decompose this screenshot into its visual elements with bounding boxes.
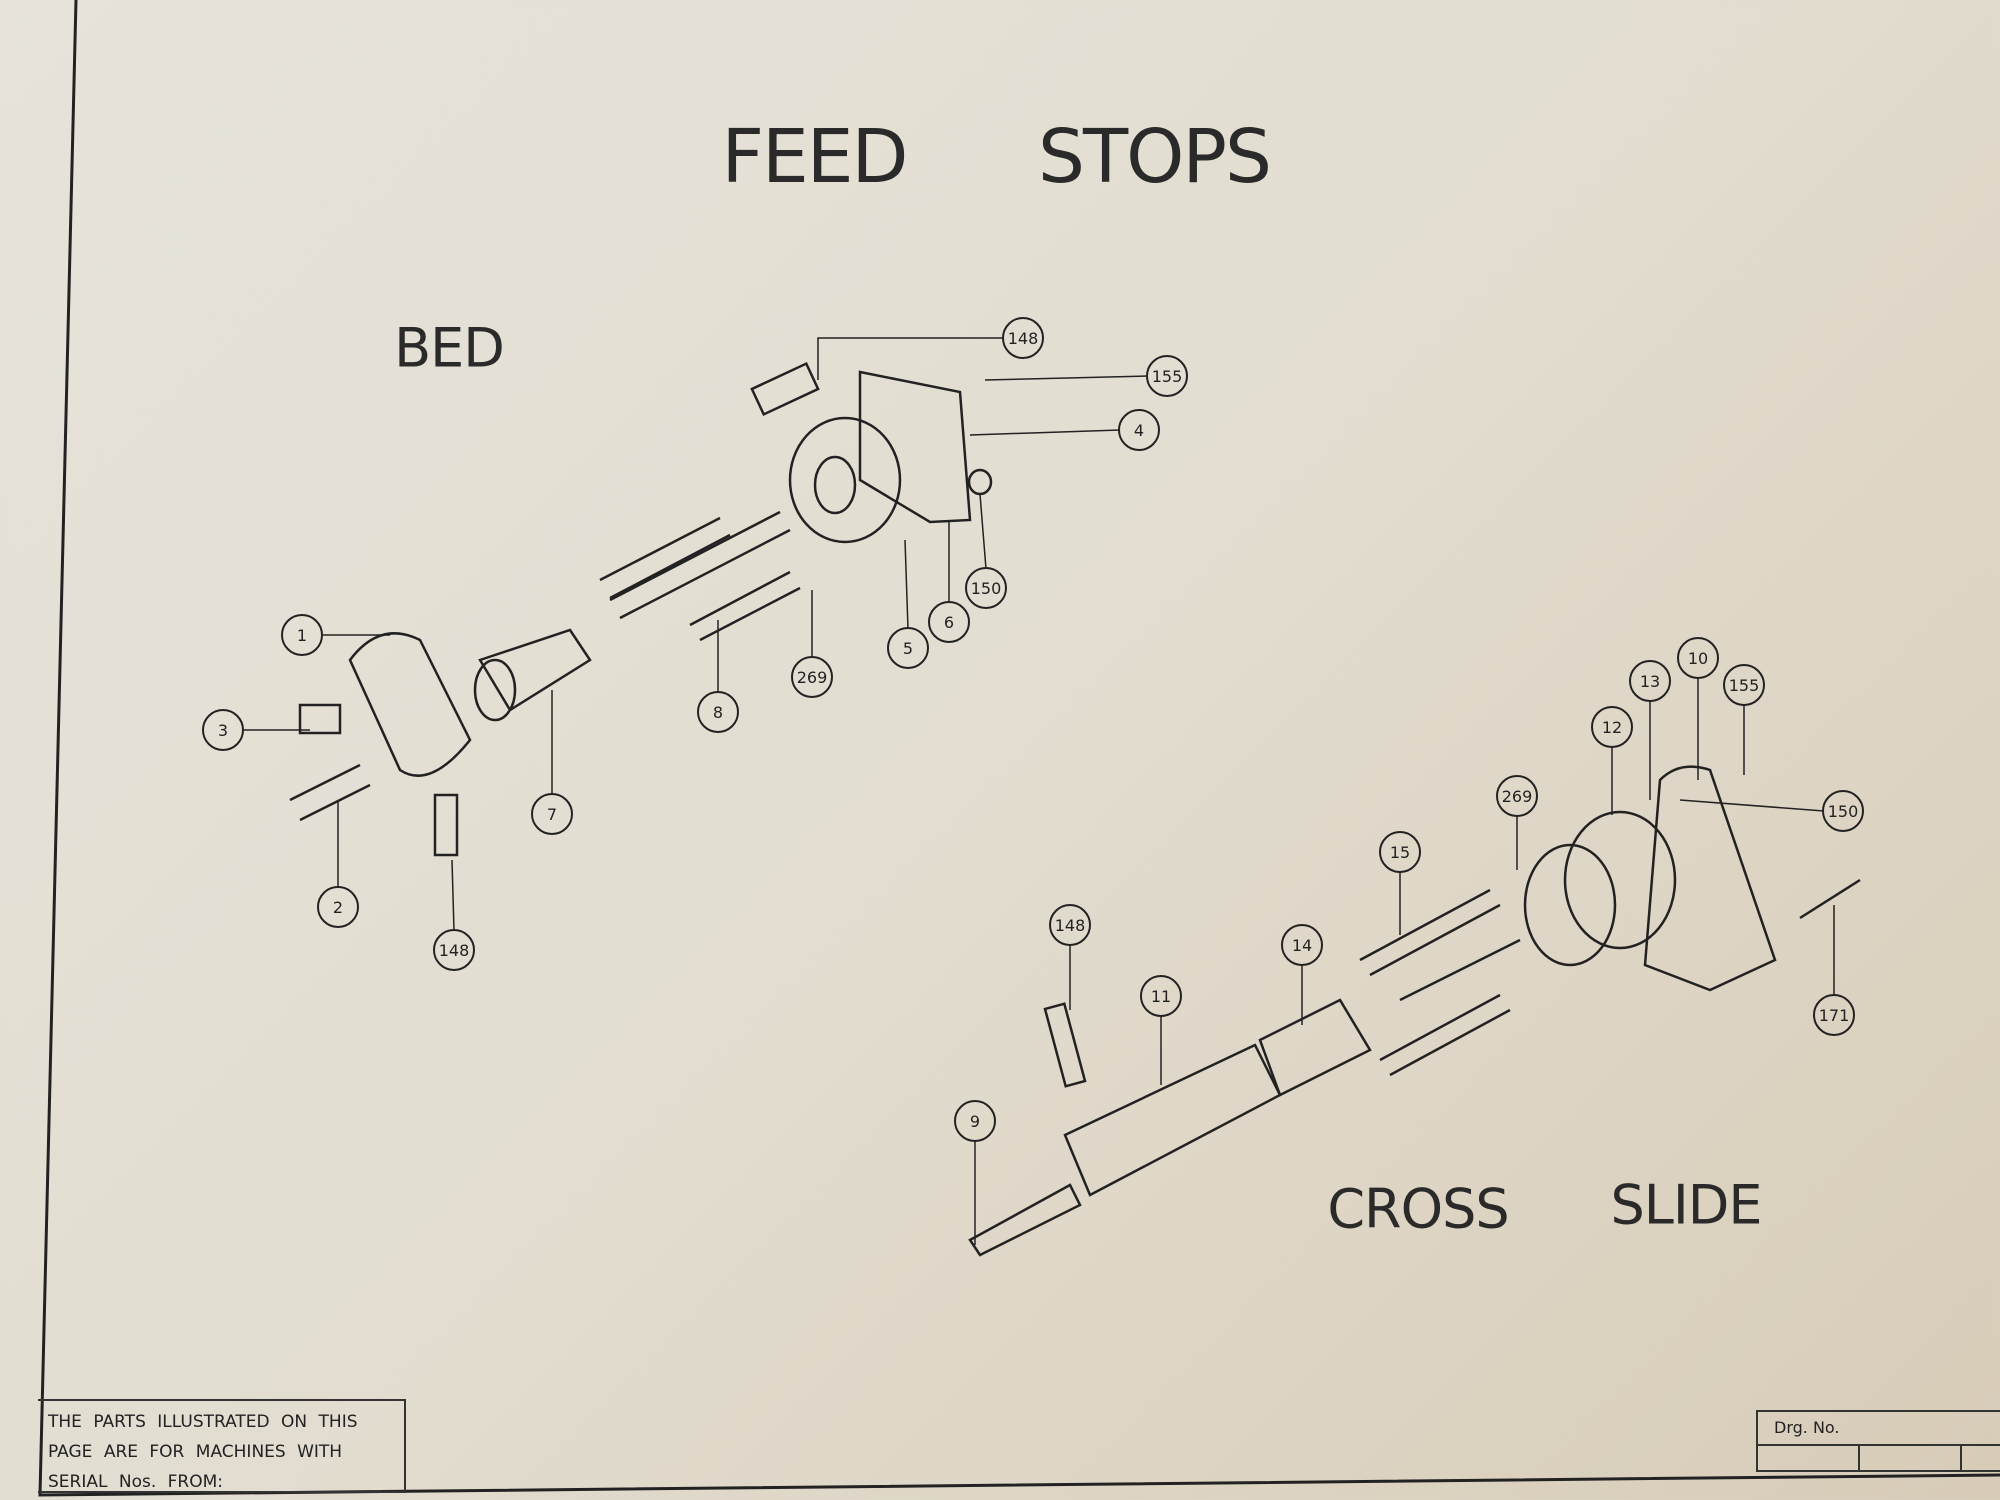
- part-callout: 155: [1723, 664, 1765, 706]
- section-label-slide: SLIDE: [1610, 1173, 1763, 1237]
- adjusting-screw: [599, 516, 731, 600]
- section-label-cross: CROSS: [1327, 1177, 1509, 1241]
- drawing-number-box: Drg. No.: [1756, 1410, 2000, 1472]
- cross-slide-assembly: [968, 765, 1861, 1257]
- part-callout: 13: [1629, 660, 1671, 702]
- part-callout: 15: [1379, 831, 1421, 873]
- part-callout: 9: [954, 1100, 996, 1142]
- drawing-number-cells: [1758, 1444, 2000, 1470]
- bed-assembly: [289, 361, 993, 857]
- bracket: [1643, 765, 1777, 992]
- serial-number-note: THE PARTS ILLUSTRATED ON THIS PAGE ARE F…: [38, 1399, 406, 1493]
- part-callout: 171: [1813, 994, 1855, 1036]
- cap-screw: [750, 361, 820, 417]
- serial-note-line: THE PARTS ILLUSTRATED ON THIS: [48, 1412, 358, 1432]
- part-callout: 10: [1677, 637, 1719, 679]
- part-callout: 3: [202, 709, 244, 751]
- drawing-number-cell: [1860, 1446, 1962, 1470]
- part-callout: 4: [1118, 409, 1160, 451]
- stop-sleeve: [1258, 998, 1372, 1097]
- part-callout: 148: [1002, 317, 1044, 359]
- bed-stop-body: [348, 632, 472, 777]
- part-callout: 1: [281, 614, 323, 656]
- pin: [968, 1183, 1082, 1257]
- part-callout: 148: [1049, 904, 1091, 946]
- part-callout: 5: [887, 627, 929, 669]
- drawing-number-label: Drg. No.: [1774, 1418, 1840, 1437]
- part-callout: 148: [433, 929, 475, 971]
- ball: [967, 468, 993, 496]
- stop-drum: [788, 416, 902, 544]
- sheet-border: [38, 0, 2000, 1497]
- part-callout: 2: [317, 886, 359, 928]
- bracket-block: [858, 370, 972, 524]
- part-callout: 8: [697, 691, 739, 733]
- serial-note-line: PAGE ARE FOR MACHINES WITH: [48, 1442, 343, 1462]
- leader-lines: [242, 337, 1835, 1245]
- part-callout: 155: [1146, 355, 1188, 397]
- serial-note-line: SERIAL Nos. FROM:: [48, 1472, 224, 1492]
- part-callout: 11: [1140, 975, 1182, 1017]
- section-label-bed: BED: [394, 316, 505, 380]
- part-callout: 7: [531, 793, 573, 835]
- drawing-number-cell: [1758, 1446, 1860, 1470]
- stop-pin: [478, 628, 592, 712]
- part-callout: 6: [928, 601, 970, 643]
- part-callout: 150: [1822, 790, 1864, 832]
- part-callout: 12: [1591, 706, 1633, 748]
- slide-bar: [1063, 1043, 1282, 1197]
- part-callout: 14: [1281, 924, 1323, 966]
- title-stops: STOPS: [1037, 114, 1272, 200]
- stop-drum: [1563, 810, 1677, 950]
- part-callout: 269: [1496, 775, 1538, 817]
- part-callout: 150: [965, 567, 1007, 609]
- title-feed: FEED: [721, 114, 908, 200]
- part-callout: 269: [791, 656, 833, 698]
